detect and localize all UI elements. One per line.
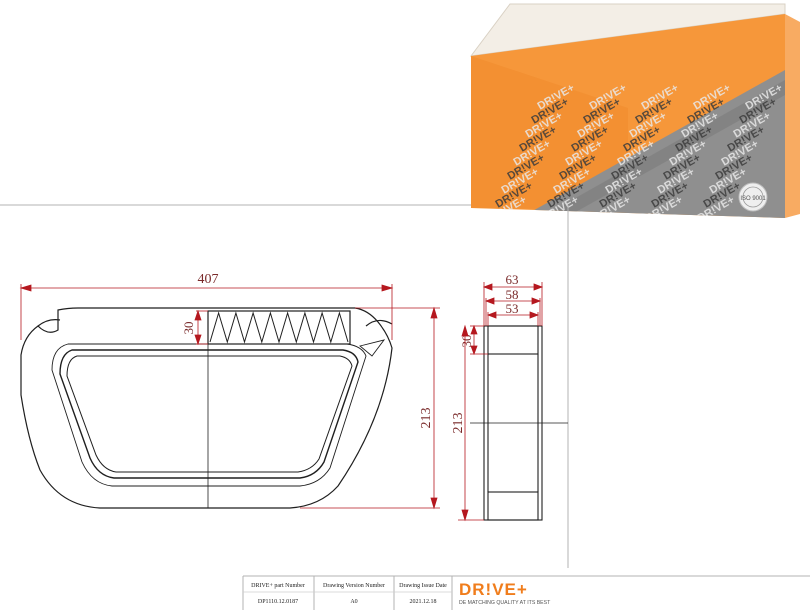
issue-date-value: 2021.12.18 [410,599,437,605]
filter-gasket-inner [66,355,353,473]
frame-notch-left [37,319,61,327]
front-view [20,307,393,509]
drawing-sheet [0,204,810,610]
product-box: DR!VE+DR!VE+DR!VE+DR!VE+DR!VE+DR!VE+DR!V… [469,3,800,218]
part-number-value: DP1110.12.0187 [258,599,298,605]
dim-side-w1-label: 63 [506,272,519,287]
part-number-header: DRIVE+ part Number [251,583,305,589]
frame-notch-right [365,319,393,327]
filter-frame-inner-outline [51,343,367,487]
box-grey-band: DR!VE+DR!VE+DR!VE+DR!VE+DR!VE+DR!VE+DR!V… [488,70,785,218]
side-top-gasket [487,325,539,355]
dim-side-widths [482,282,544,326]
drive-tagline: DE MATCHING QUALITY AT ITS BEST [459,600,551,606]
dim-side-w3-label: 53 [506,301,519,316]
version-value: A0 [350,599,357,605]
dim-width-front [19,284,394,340]
filter-gasket-outer [59,349,359,479]
iso-seal-label: ISO 9001 [740,196,766,202]
dim-pleat-front-label: 30 [181,322,196,335]
side-bottom-gasket [487,491,539,521]
pleat-block [207,310,351,345]
dim-pleat-side-label: 30 [459,335,474,348]
filter-frame-outer [20,307,393,509]
issue-date-header: Drawing Issue Date [399,583,447,589]
dim-height-front [300,306,440,510]
iso-seal-icon: ISO 9001 [738,182,768,212]
version-header: Drawing Version Number [323,583,385,589]
pleat-zigzag [209,311,349,344]
dim-height-side-label: 213 [451,413,466,434]
dim-side-w2-label: 58 [506,287,519,302]
dim-height-front-label: 213 [419,408,434,429]
dim-pleat-front [194,309,208,346]
title-block: DRIVE+ part Number Drawing Version Numbe… [243,576,551,610]
dim-width-front-label: 407 [198,272,219,287]
box-side-face [785,14,800,218]
drive-logo: DR!VE+ [459,580,528,599]
dim-height-side [458,324,484,522]
frame-rib [359,339,386,357]
box-front-shade [471,56,628,210]
side-view [470,325,568,521]
box-top-face [469,3,786,57]
dim-pleat-side [470,324,488,356]
